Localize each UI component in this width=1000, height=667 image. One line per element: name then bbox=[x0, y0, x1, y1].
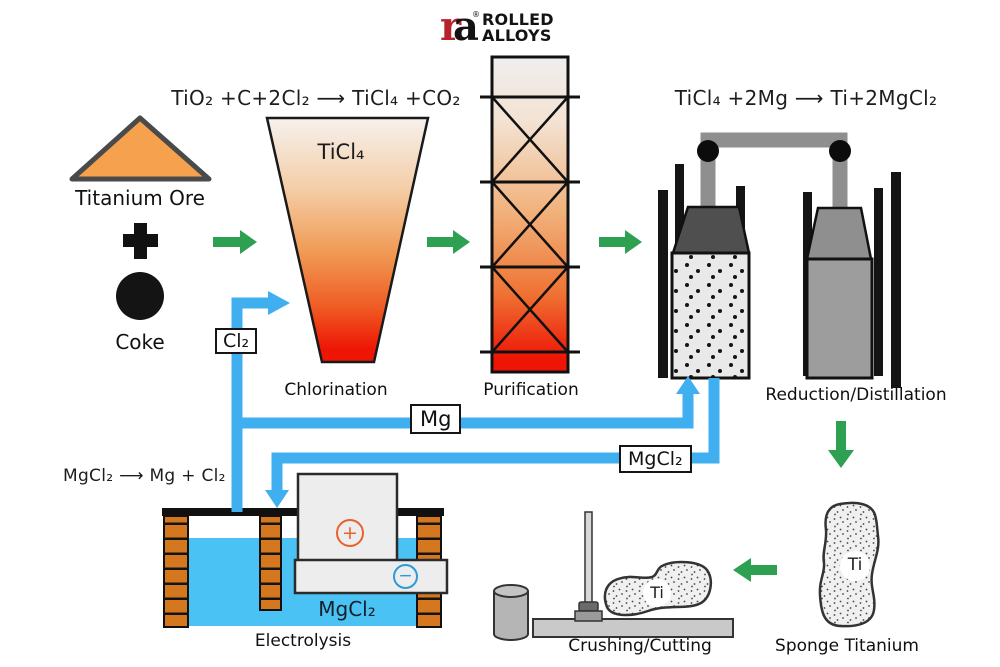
retort-left-body bbox=[670, 251, 751, 380]
titanium-ore-triangle bbox=[69, 115, 212, 182]
electrolysis-cell bbox=[162, 472, 449, 628]
coke-label: Coke bbox=[115, 330, 165, 354]
process-arrows bbox=[213, 230, 854, 582]
transfer-pipe bbox=[700, 132, 848, 212]
column-cross-bracing bbox=[492, 97, 568, 352]
retort-left-hopper bbox=[671, 205, 751, 255]
arrow-chlorination-to-purification bbox=[427, 230, 470, 254]
ti-sponge-label: Ti bbox=[847, 555, 863, 575]
logo-text: ROLLED ALLOYS bbox=[482, 9, 554, 45]
logo-r: r bbox=[440, 3, 462, 50]
reduction-distillation-unit bbox=[658, 132, 901, 388]
chlorination-vessel bbox=[265, 116, 430, 364]
registered-mark: ® bbox=[472, 10, 480, 19]
logo-line1: ROLLED bbox=[482, 9, 554, 29]
cylinder-top bbox=[493, 584, 529, 598]
work-table bbox=[532, 618, 734, 638]
cathode-minus-icon: − bbox=[393, 564, 418, 589]
logo-a: a bbox=[453, 3, 479, 50]
cl2-arrowhead bbox=[268, 291, 290, 315]
plus-icon bbox=[123, 223, 158, 259]
sponge-label: Sponge Titanium bbox=[775, 636, 919, 656]
ti-piece-badge bbox=[643, 579, 671, 607]
mgcl2-tank-label: MgCl₂ bbox=[318, 597, 376, 621]
mg-pipe bbox=[232, 392, 694, 429]
mgcl2-flow-box: MgCl₂ bbox=[619, 445, 692, 473]
mgcl2-arrowhead bbox=[265, 490, 289, 508]
ti-piece-label: Ti bbox=[650, 583, 664, 602]
mgcl2-pipe bbox=[271, 378, 720, 492]
rod-base bbox=[574, 610, 603, 622]
chlorination-label: Chlorination bbox=[284, 380, 388, 400]
sponge-titanium-blob bbox=[818, 501, 880, 628]
titanium-ore-label: Titanium Ore bbox=[75, 186, 205, 210]
mg-flow-box: Mg bbox=[410, 404, 462, 434]
crushing-cutting-station bbox=[493, 511, 734, 641]
arrow-sponge-to-crushing bbox=[733, 558, 777, 582]
rolled-alloys-logo: r a ® ROLLED ALLOYS bbox=[440, 3, 554, 50]
logo-line2: ALLOYS bbox=[482, 26, 552, 45]
recycle-pipe-arrowheads bbox=[265, 291, 700, 508]
equation-electrolysis: MgCl₂ ⟶ Mg + Cl₂ bbox=[63, 466, 226, 486]
pipe-joint-left bbox=[697, 140, 719, 162]
retort-right-hopper bbox=[805, 206, 873, 261]
purification-column bbox=[480, 55, 580, 374]
arrow-reduction-to-sponge bbox=[828, 421, 854, 468]
cylinder-billet bbox=[493, 591, 529, 641]
retort-right-body bbox=[805, 257, 874, 380]
cl2-flow-box: Cl₂ bbox=[215, 328, 258, 354]
anode-plus-icon: + bbox=[336, 519, 364, 547]
recycle-pipes bbox=[231, 297, 720, 512]
arrow-ore-to-chlorination bbox=[213, 230, 257, 254]
cutting-rod bbox=[584, 511, 593, 605]
coke-circle bbox=[116, 272, 164, 320]
reduction-label: Reduction/Distillation bbox=[765, 385, 947, 405]
purification-label: Purification bbox=[483, 380, 579, 400]
anode-block bbox=[296, 472, 399, 564]
rod-collar bbox=[578, 601, 599, 612]
equation-reduction: TiCl₄ +2Mg ⟶ Ti+2MgCl₂ bbox=[674, 86, 938, 110]
ticl4-vessel-label: TiCl₄ bbox=[317, 140, 365, 164]
arrow-purification-to-reduction bbox=[599, 230, 642, 254]
logo-mark-icon: r a ® bbox=[440, 3, 480, 50]
equation-chlorination: TiO₂ +C+2Cl₂ ⟶ TiCl₄ +CO₂ bbox=[171, 86, 461, 110]
cathode-block bbox=[293, 558, 449, 595]
cl2-pipe bbox=[231, 297, 270, 512]
pipe-joint-right bbox=[829, 140, 851, 162]
mg-arrowhead bbox=[676, 376, 700, 394]
electrolysis-label: Electrolysis bbox=[254, 631, 352, 651]
ti-sponge-badge bbox=[840, 551, 870, 581]
crushing-label: Crushing/Cutting bbox=[568, 636, 712, 656]
